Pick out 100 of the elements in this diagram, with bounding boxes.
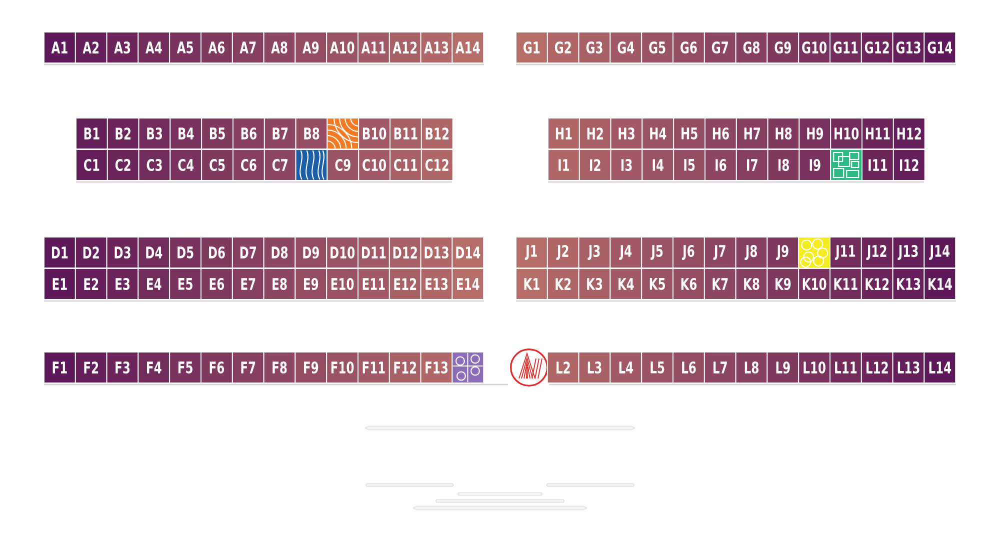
seat-box: B3 xyxy=(138,118,171,150)
seat-box: D11 xyxy=(358,236,390,268)
seat-box: A4 xyxy=(138,32,170,64)
seat-box: I6 xyxy=(704,149,737,181)
seat-box: H4 xyxy=(642,118,674,150)
seat-box: C12 xyxy=(420,149,454,181)
seat-box: K6 xyxy=(672,268,705,300)
seat-box: L6 xyxy=(672,352,705,384)
seat-box: L5 xyxy=(641,352,674,384)
seat-box: B4 xyxy=(170,118,202,150)
seat-box: H5 xyxy=(673,118,706,150)
seat-box: A11 xyxy=(358,32,390,64)
seat-box: K9 xyxy=(766,268,800,300)
seat-box: K11 xyxy=(830,268,862,300)
patterned-tile xyxy=(798,236,830,268)
seat-box: E1 xyxy=(44,268,76,300)
seat-box: E10 xyxy=(326,268,358,300)
seat-box: A2 xyxy=(74,32,108,64)
seat-box: B2 xyxy=(106,118,140,150)
seat-box: C10 xyxy=(358,149,390,181)
seat-box: L11 xyxy=(830,352,862,384)
seat-box: H3 xyxy=(610,118,643,150)
patterned-circle xyxy=(510,348,548,386)
seat-box: F2 xyxy=(74,352,108,384)
seat-box: L13 xyxy=(892,352,925,384)
seat-box: E13 xyxy=(420,268,453,300)
seat-box: J12 xyxy=(860,236,894,268)
seat-box: D9 xyxy=(294,236,328,268)
seat-box: J4 xyxy=(610,236,642,268)
seat-box: K7 xyxy=(704,268,736,300)
seat-box: G1 xyxy=(516,32,548,64)
seat-box: G14 xyxy=(924,32,956,64)
seat-box: D8 xyxy=(263,236,296,268)
seat-box: J2 xyxy=(546,236,580,268)
seat-box: H10 xyxy=(830,118,862,150)
seat-box: A3 xyxy=(106,32,139,64)
seat-box: E6 xyxy=(200,268,233,300)
seat-box: F5 xyxy=(169,352,202,384)
seat-box: D6 xyxy=(200,236,233,268)
seat-box: F4 xyxy=(138,352,170,384)
seat-box: L2 xyxy=(546,352,580,384)
seat-box: J1 xyxy=(516,236,548,268)
patterned-tile xyxy=(830,149,862,181)
seat-box: G7 xyxy=(704,32,736,64)
seat-box: H7 xyxy=(736,118,768,150)
seat-box: H12 xyxy=(892,118,926,150)
seat-box: J3 xyxy=(578,236,611,268)
seat-box: J11 xyxy=(830,236,862,268)
seat-box: B8 xyxy=(295,118,328,150)
seat-box: E12 xyxy=(388,268,422,300)
seat-box: G2 xyxy=(546,32,580,64)
seat-box: K2 xyxy=(546,268,580,300)
seat-box: I4 xyxy=(642,149,674,181)
seat-box: E4 xyxy=(138,268,170,300)
patterned-tile xyxy=(452,352,484,384)
seat-box: F9 xyxy=(294,352,328,384)
seat-box: D7 xyxy=(232,236,264,268)
seat-box: G4 xyxy=(610,32,642,64)
seat-box: D14 xyxy=(452,236,484,268)
seat-box: F7 xyxy=(232,352,264,384)
seat-box: H1 xyxy=(548,118,580,150)
seat-box: C3 xyxy=(138,149,171,181)
seat-box: I5 xyxy=(673,149,706,181)
seat-box: G11 xyxy=(830,32,862,64)
seat-box: B5 xyxy=(201,118,234,150)
seat-box: E5 xyxy=(169,268,202,300)
seat-box: D10 xyxy=(326,236,358,268)
seat-box: A14 xyxy=(452,32,484,64)
seat-box: B1 xyxy=(76,118,108,150)
seat-box: L7 xyxy=(704,352,736,384)
seat-box: J6 xyxy=(672,236,705,268)
seat-box: E14 xyxy=(452,268,484,300)
seat-box: F11 xyxy=(358,352,390,384)
seat-box: L8 xyxy=(735,352,768,384)
seat-box: D13 xyxy=(420,236,453,268)
seat-box: A13 xyxy=(420,32,453,64)
seat-box: I2 xyxy=(578,149,612,181)
seat-box: C5 xyxy=(201,149,234,181)
seat-box: A8 xyxy=(263,32,296,64)
seat-box: E7 xyxy=(232,268,264,300)
seat-box: L10 xyxy=(798,352,830,384)
seat-box: A6 xyxy=(200,32,233,64)
seat-box: L9 xyxy=(766,352,800,384)
seat-box: H6 xyxy=(704,118,737,150)
seat-box: J5 xyxy=(641,236,674,268)
seat-box: H11 xyxy=(862,118,894,150)
seat-box: I9 xyxy=(798,149,832,181)
seat-box: K5 xyxy=(641,268,674,300)
seat-box: F10 xyxy=(326,352,358,384)
seat-box: I7 xyxy=(736,149,768,181)
seat-box: C11 xyxy=(390,149,422,181)
seat-box: B10 xyxy=(358,118,390,150)
seat-box: E8 xyxy=(263,268,296,300)
seat-box: G12 xyxy=(860,32,894,64)
seat-box: F6 xyxy=(200,352,233,384)
seat-box: A7 xyxy=(232,32,264,64)
seat-box: I3 xyxy=(610,149,643,181)
seat-box: K3 xyxy=(578,268,611,300)
seat-box: G13 xyxy=(892,32,925,64)
seat-box: I1 xyxy=(548,149,580,181)
